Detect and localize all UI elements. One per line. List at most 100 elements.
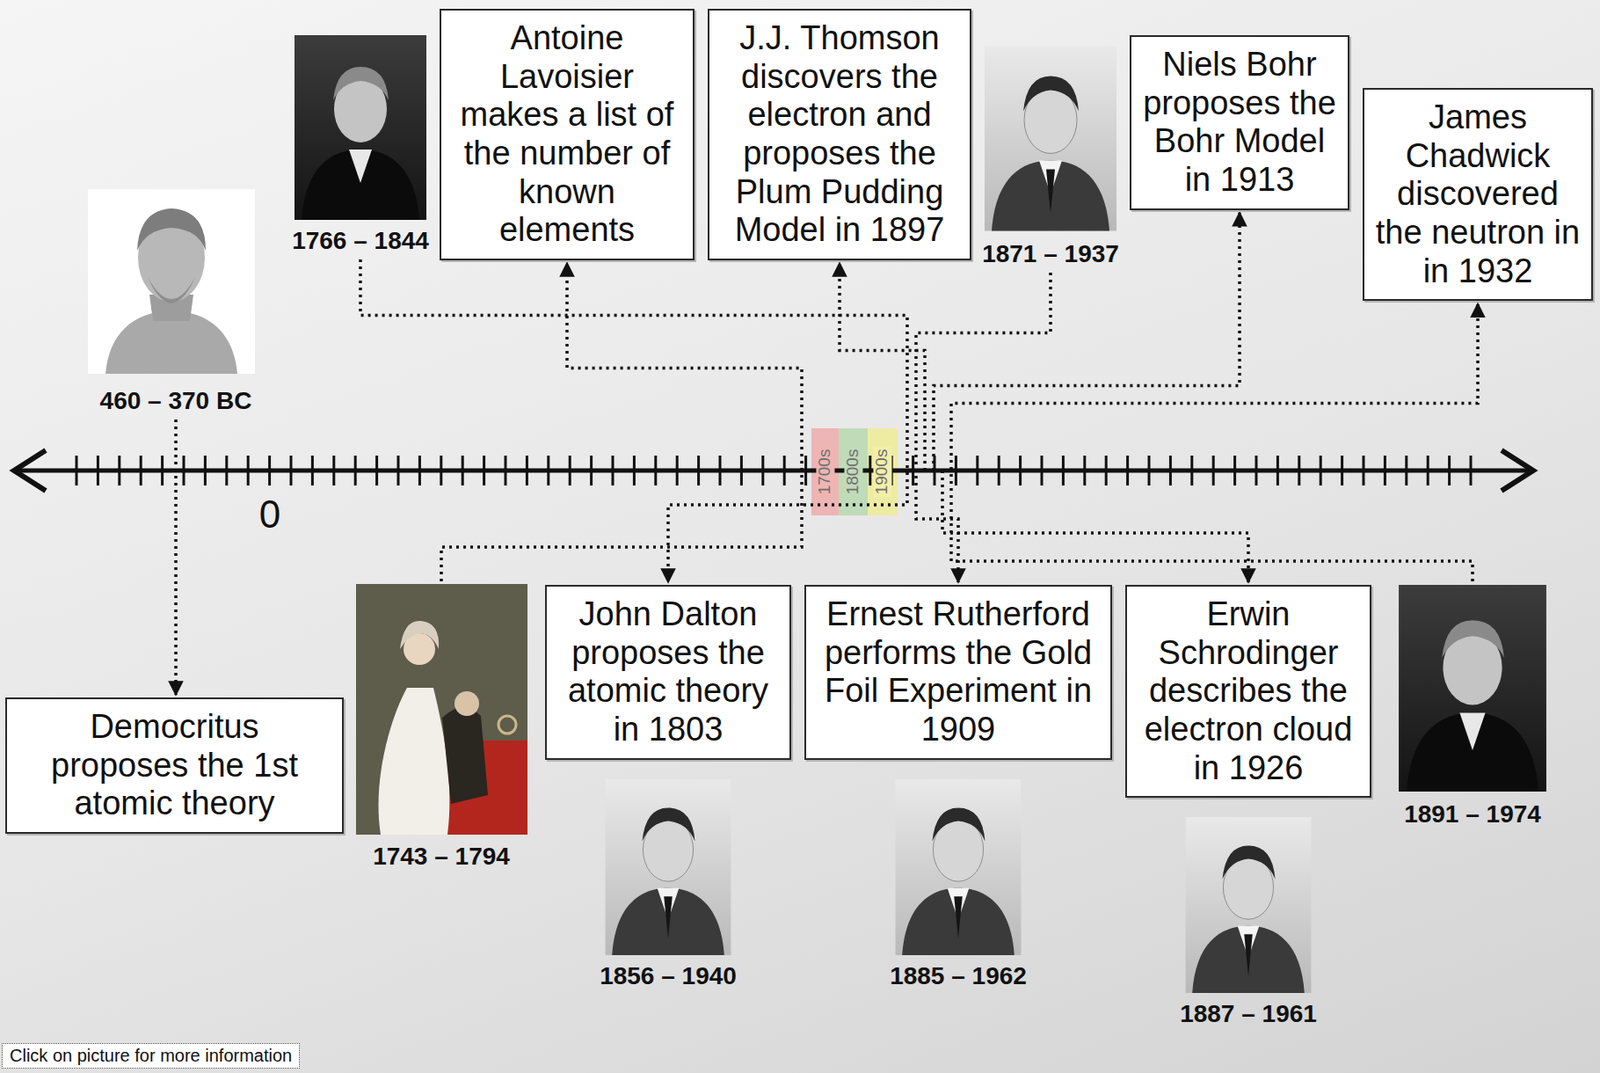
axis-tick <box>1061 455 1065 486</box>
event-box: Ernest Rutherford performs the Gold Foil… <box>804 584 1113 760</box>
axis-tick <box>1126 455 1129 486</box>
axis-tick <box>1469 455 1473 486</box>
year-label: 1856 – 1940 <box>599 961 737 990</box>
bust-hair <box>137 208 206 251</box>
event-text: Democritus proposes the 1st atomic theor… <box>17 707 332 823</box>
event-box: John Dalton proposes the atomic theory i… <box>545 584 792 760</box>
leader-line <box>441 262 802 582</box>
axis-tick <box>1169 455 1172 486</box>
axis-tick <box>1212 455 1215 486</box>
axis-tick <box>1190 455 1193 486</box>
axis-tick <box>1404 455 1408 486</box>
axis-tick <box>160 455 164 486</box>
year-label: 1766 – 1844 <box>291 226 430 255</box>
bust-ground <box>87 189 255 374</box>
leader-line <box>360 259 908 582</box>
bust-sculpture <box>87 189 255 374</box>
event-box: Democritus proposes the 1st atomic theor… <box>5 697 344 834</box>
axis-tick <box>1255 455 1259 486</box>
leader-line <box>942 470 1249 582</box>
axis-ticks <box>76 455 1471 486</box>
event-text: Ernest Rutherford performs the Gold Foil… <box>816 595 1100 750</box>
axis-tick <box>761 455 764 486</box>
note-text: Click on picture for more information <box>1 1042 300 1069</box>
axis-tick <box>975 455 979 486</box>
painting-face <box>454 690 480 716</box>
axis-tick <box>96 455 100 486</box>
event-box: J.J. Thomson discovers the electron and … <box>707 8 972 261</box>
era-label: 1900s <box>873 446 893 498</box>
year-label: 460 – 370 BC <box>100 386 253 415</box>
axis-tick <box>1319 455 1323 486</box>
axis-tick <box>354 455 357 486</box>
painting-flask <box>498 715 517 734</box>
axis-tick <box>525 455 529 486</box>
leader-line <box>839 262 925 471</box>
year-label: 1871 – 1937 <box>981 240 1120 269</box>
event-text: J.J. Thomson discovers the electron and … <box>720 19 960 250</box>
axis-tick <box>1276 455 1280 486</box>
axis-tick <box>482 455 486 486</box>
painting-figure <box>442 706 488 804</box>
axis-tick <box>719 455 722 486</box>
event-text: Niels Bohr proposes the Bohr Model in 19… <box>1141 45 1338 200</box>
painting-hair <box>400 620 439 649</box>
axis-tick <box>697 455 700 486</box>
portrait-photo <box>605 778 732 955</box>
leader-line <box>916 272 1051 582</box>
axis-tick <box>1040 455 1044 486</box>
axis-tick <box>461 455 465 486</box>
leader-line <box>174 419 178 695</box>
axis-tick <box>397 455 400 486</box>
axis-tick <box>117 455 121 486</box>
portrait-photo <box>1185 816 1312 993</box>
year-label: 1887 – 1961 <box>1179 999 1317 1028</box>
era-label: 1800s <box>843 446 863 498</box>
axis-arrowhead <box>14 450 46 491</box>
painting-dress <box>378 687 450 835</box>
axis-tick <box>182 455 186 486</box>
axis-tick <box>1362 455 1366 486</box>
axis-tick <box>418 455 422 486</box>
bust-beard <box>147 276 196 304</box>
axis-tick <box>1148 455 1151 486</box>
axis-tick <box>225 455 228 486</box>
axis-tick <box>1447 455 1451 486</box>
axis-tick <box>1233 455 1237 486</box>
painting <box>356 583 528 835</box>
axis-tick <box>1383 455 1387 486</box>
axis-tick <box>954 455 958 486</box>
axis-tick <box>268 455 271 486</box>
event-text: John Dalton proposes the atomic theory i… <box>557 595 779 750</box>
axis-tick <box>611 455 615 486</box>
axis-tick <box>783 455 786 486</box>
leader-line <box>933 212 1240 471</box>
axis-tick <box>911 455 915 486</box>
axis-tick <box>546 455 550 486</box>
portrait-photo <box>895 778 1022 955</box>
axis-tick <box>676 455 679 486</box>
axis-number: 0 <box>259 492 281 537</box>
event-text: James Chadwick discovered the neutron in… <box>1374 98 1581 291</box>
year-label: 1743 – 1794 <box>372 842 510 871</box>
era-label: 1700s <box>815 446 835 498</box>
axis-tick <box>139 455 143 486</box>
axis-tick <box>1297 455 1301 486</box>
axis-tick <box>568 455 572 486</box>
axis-tick <box>439 455 443 486</box>
axis-tick <box>868 455 872 486</box>
year-label: 1885 – 1962 <box>889 961 1027 990</box>
axis-tick <box>332 455 335 486</box>
event-box: James Chadwick discovered the neutron in… <box>1362 87 1593 301</box>
axis-tick <box>997 455 1001 486</box>
axis-tick <box>203 455 207 486</box>
axis-tick <box>1083 455 1086 486</box>
axis-tick <box>804 455 808 486</box>
timeline-axis <box>17 468 1530 473</box>
event-text: Antoine Lavoisier makes a list of the nu… <box>451 19 683 250</box>
event-box: Niels Bohr proposes the Bohr Model in 19… <box>1129 35 1350 211</box>
axis-tick <box>504 455 508 486</box>
painting-ground <box>356 583 528 835</box>
axis-tick <box>632 455 636 486</box>
